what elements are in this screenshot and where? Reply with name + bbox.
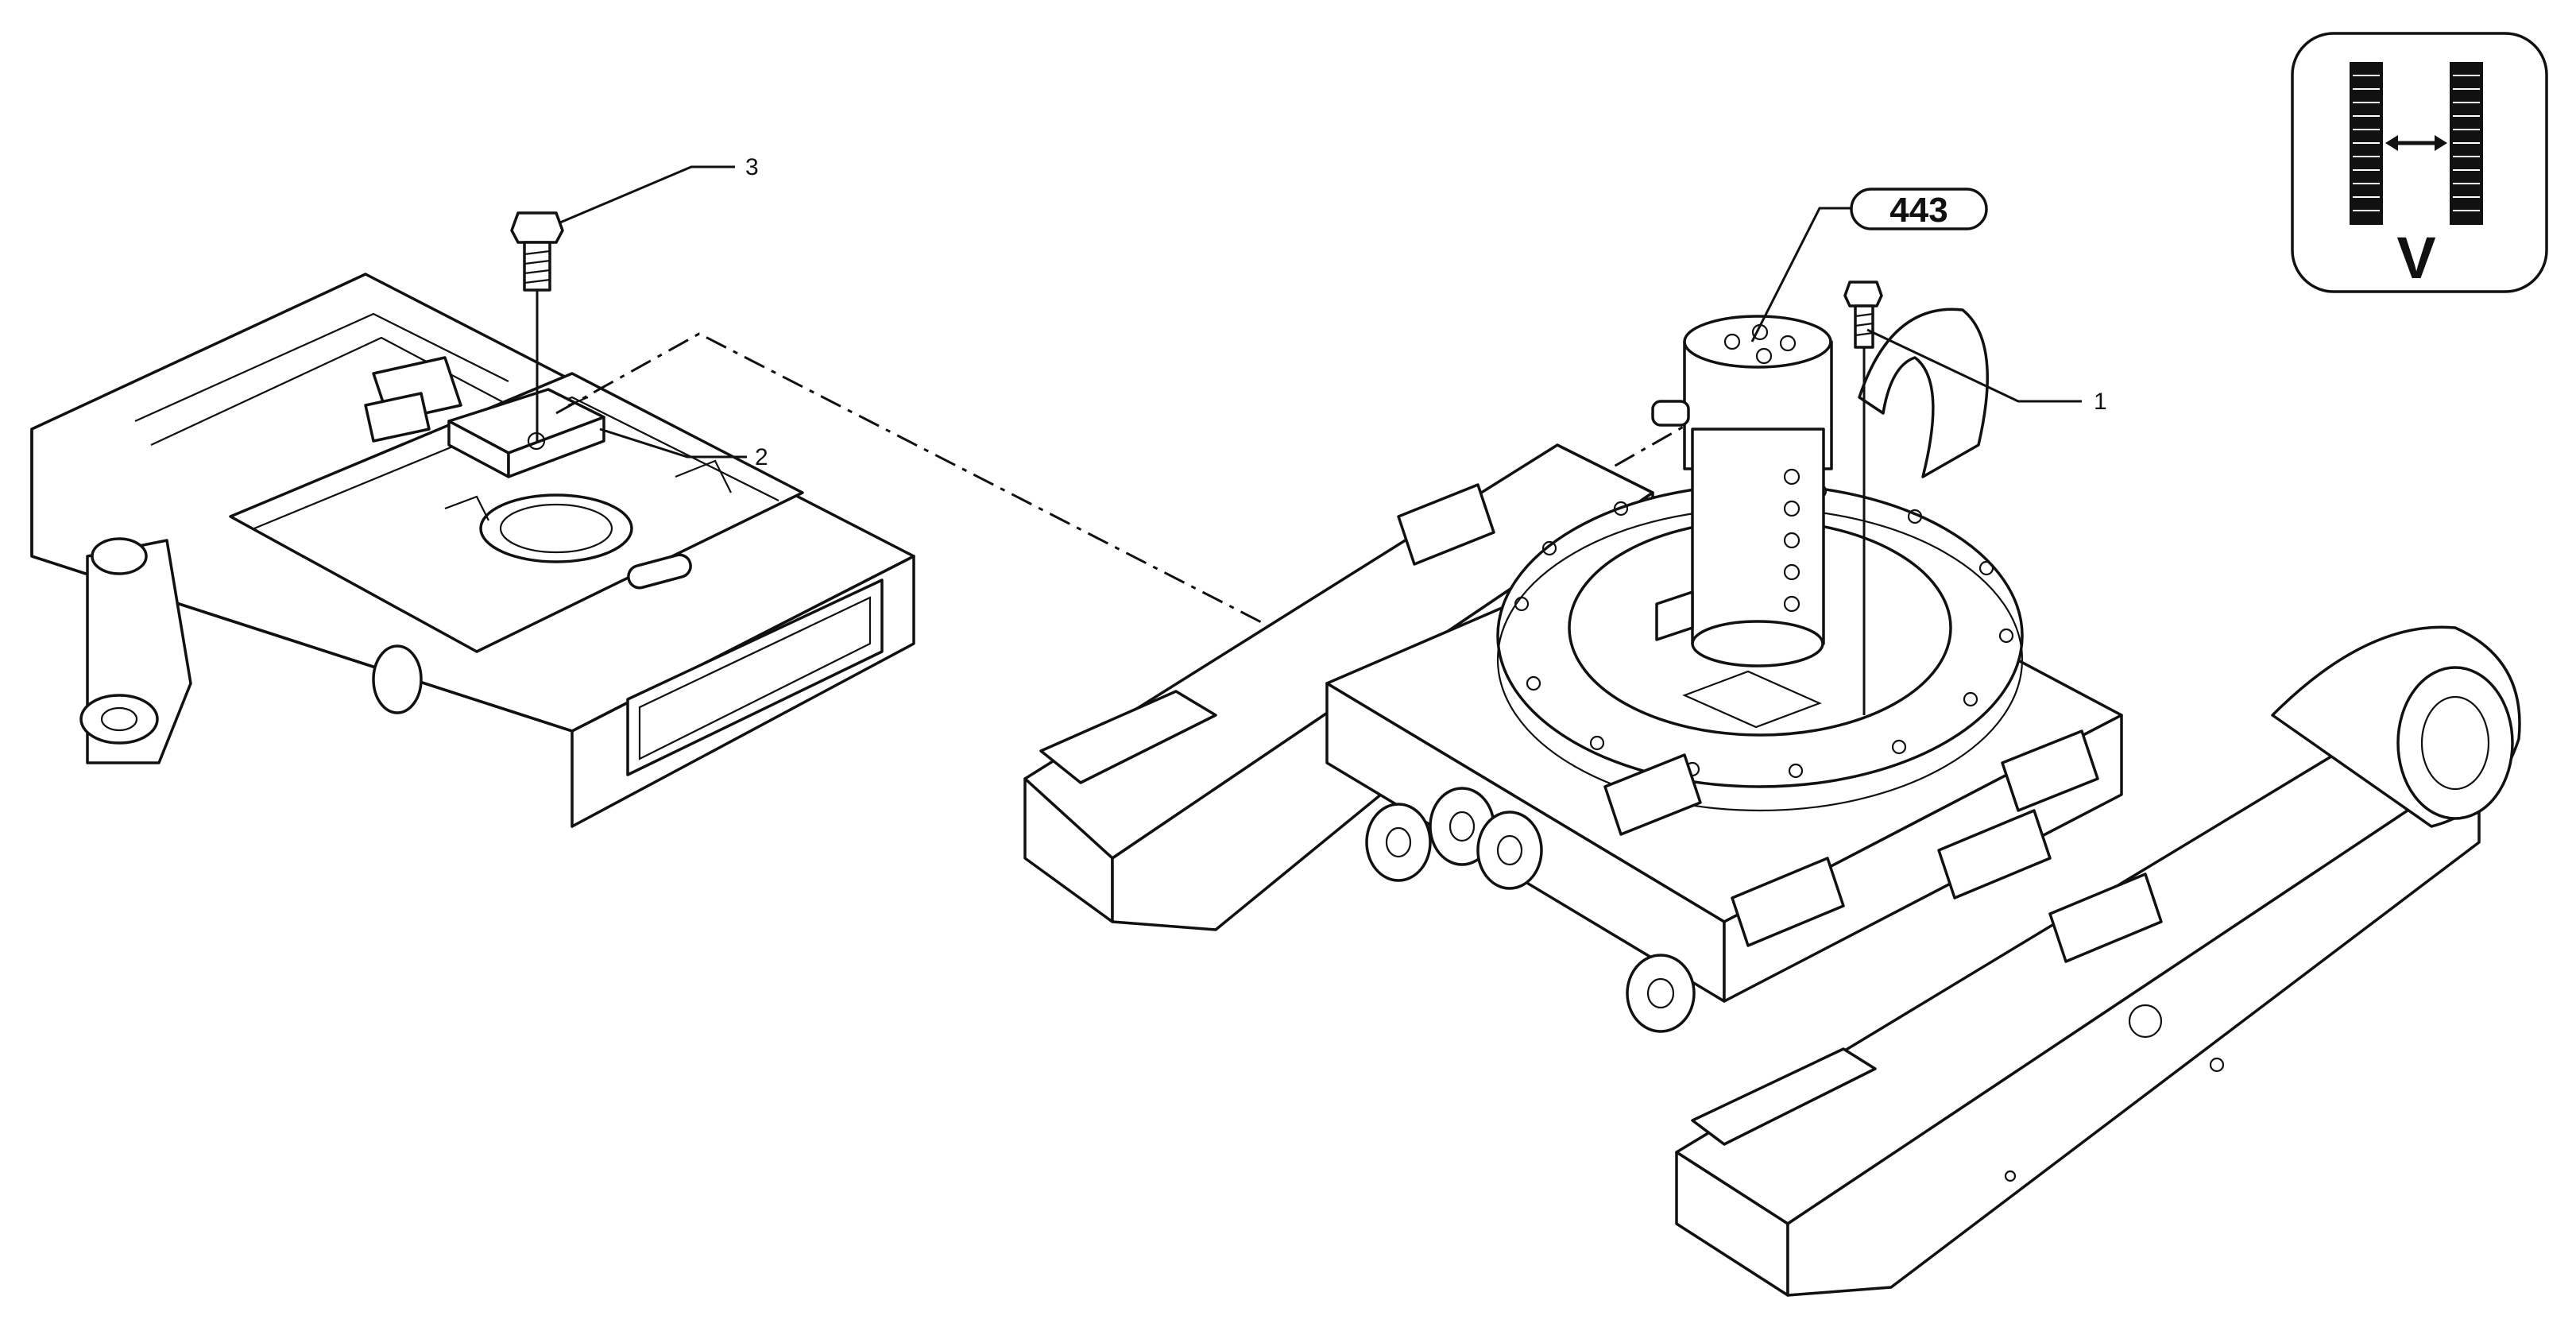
upper-frame-assembly [30, 273, 915, 828]
reference-tag: 443 [1750, 188, 1988, 342]
svg-text:V: V [2396, 225, 2435, 291]
track-width-adjust-icon [2350, 62, 2483, 225]
hex-bolt-part-1 [1843, 281, 1883, 715]
spacer-block [447, 388, 605, 478]
hex-bolt-part-3 [510, 211, 564, 441]
version-badge: V [2291, 32, 2548, 293]
svg-text:2: 2 [755, 444, 768, 470]
svg-text:443: 443 [1889, 191, 1947, 230]
rotary-swivel-joint [1651, 315, 1833, 667]
callout-3: 3 [559, 154, 759, 224]
callout-2: 2 [599, 428, 768, 470]
track-frame-assembly [1023, 281, 2521, 1297]
svg-text:3: 3 [745, 154, 759, 180]
svg-text:1: 1 [2094, 389, 2107, 415]
callout-1: 1 [1866, 328, 2107, 415]
